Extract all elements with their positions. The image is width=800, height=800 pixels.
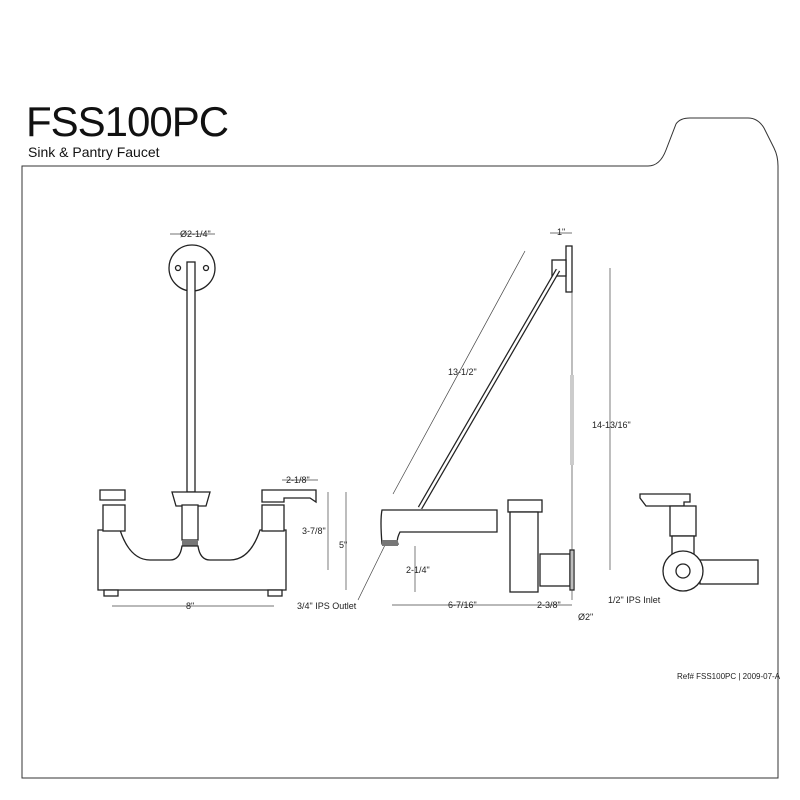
model-title: FSS100PC xyxy=(26,98,229,145)
drawing-frame xyxy=(21,117,779,779)
inner-height-label: 3-7/8" xyxy=(302,526,326,536)
model-description: Sink & Pantry Faucet xyxy=(28,144,160,160)
overall-height-label: 14-13/16" xyxy=(592,420,631,430)
inlet-label: 1/2" IPS Inlet xyxy=(608,595,661,605)
total-height-label: 5" xyxy=(339,540,347,550)
brace-length-label: 13-1/2" xyxy=(448,367,477,377)
inlet-view xyxy=(639,493,759,592)
spout-height-label: 2-1/4" xyxy=(406,565,430,575)
front-view xyxy=(97,233,386,607)
centers-label: 8" xyxy=(186,601,194,611)
side-view xyxy=(380,232,611,606)
flange-diameter-label: Ø2-1/4" xyxy=(180,229,211,239)
flange-depth-label: 1" xyxy=(557,227,565,237)
reference-label: Ref# FSS100PC | 2009-07-A xyxy=(677,672,781,681)
body-depth-label: 2-3/8" xyxy=(537,600,561,610)
outlet-label: 3/4" IPS Outlet xyxy=(297,601,357,611)
spout-reach-label: 6-7/16" xyxy=(448,600,477,610)
handle-width-label: 2-1/8" xyxy=(286,475,310,485)
inlet-flange-label: Ø2" xyxy=(578,612,593,622)
